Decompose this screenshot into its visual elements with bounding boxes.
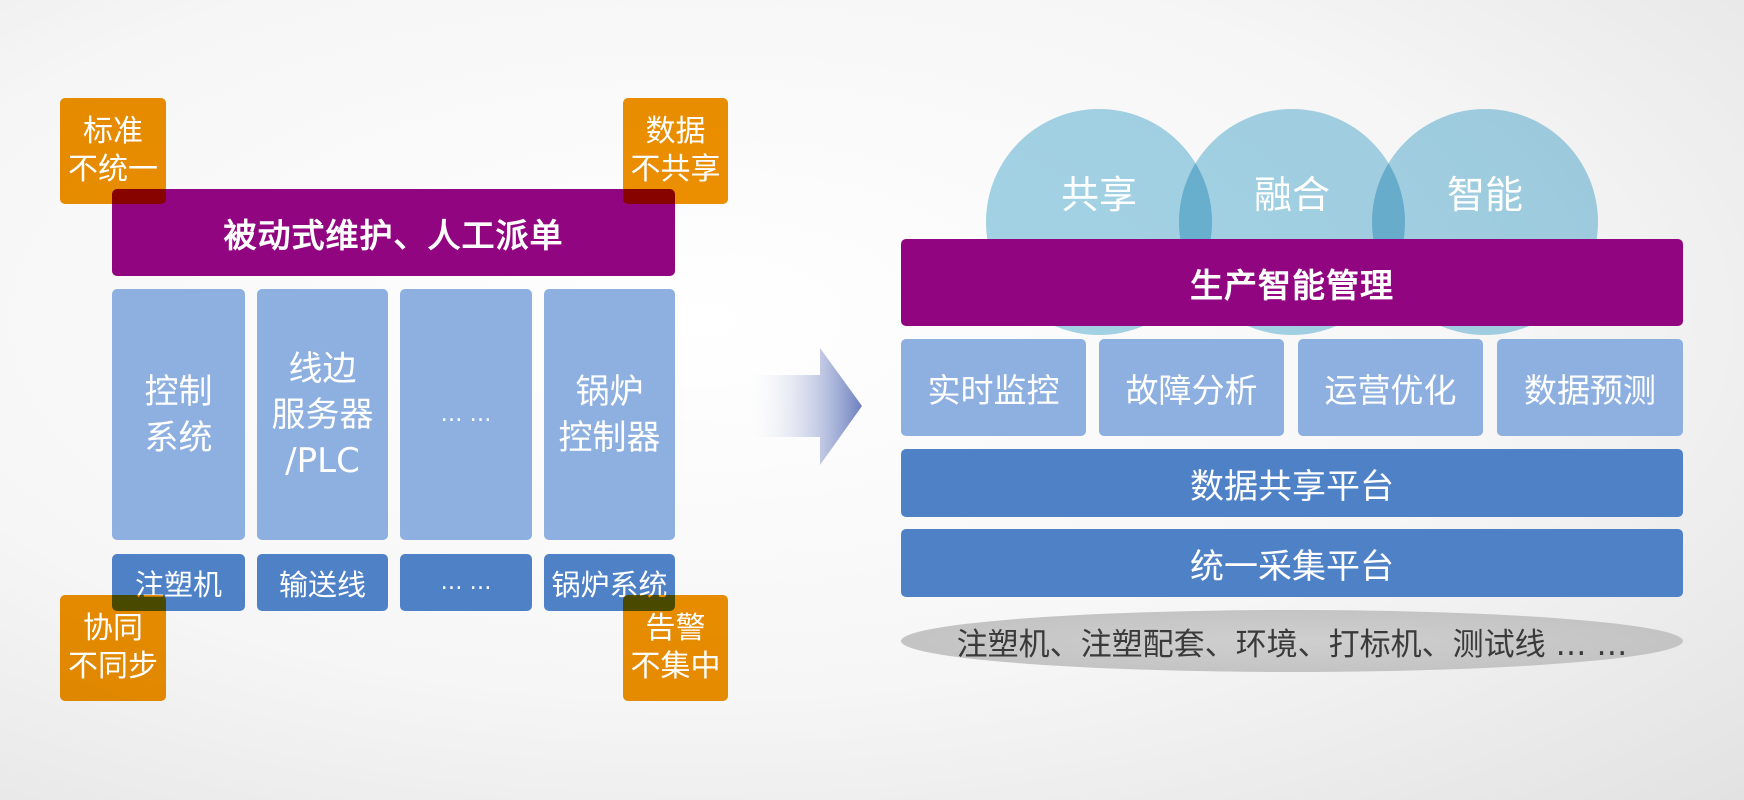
column-label: 控制器 <box>558 417 661 458</box>
column-control-system: 控制 系统 <box>112 289 245 540</box>
function-label: 故障分析 <box>1125 370 1258 410</box>
device-label: 输送线 <box>278 567 366 602</box>
platform-data-sharing: 数据共享平台 <box>901 449 1683 517</box>
platform-label: 统一采集平台 <box>1190 546 1394 587</box>
column-label: 服务器 <box>271 394 374 435</box>
data-sources-ellipse: 注塑机、注塑配套、环境、打标机、测试线 … … <box>901 610 1683 672</box>
issue-text: 数据 <box>645 114 706 149</box>
issue-box-alarm <box>623 595 728 701</box>
device-label: … … <box>440 570 492 595</box>
arrow-right-icon <box>745 348 862 465</box>
issue-text: 不统一 <box>68 152 158 187</box>
issue-alarm: 告警不集中 <box>623 595 728 701</box>
issue-box-data <box>623 98 728 204</box>
left-title-bar: 被动式维护、人工派单 <box>112 189 675 276</box>
function-data-prediction: 数据预测 <box>1497 339 1683 436</box>
function-label: 运营优化 <box>1324 370 1457 410</box>
column-label: /PLC <box>285 440 360 481</box>
issue-text: 告警 <box>645 611 706 646</box>
column-label: … … <box>440 401 492 427</box>
function-monitoring: 实时监控 <box>901 339 1086 436</box>
platform-label: 数据共享平台 <box>1190 466 1394 507</box>
right-title-bar: 生产智能管理 <box>901 239 1683 326</box>
issue-text: 标准 <box>83 114 143 149</box>
column-label: 锅炉 <box>575 371 644 412</box>
column-edge-server: 线边 服务器 /PLC <box>257 289 388 540</box>
issue-box-sync <box>60 595 166 701</box>
issue-sync: 协同不同步 <box>60 595 166 701</box>
issue-box-standard <box>60 98 166 204</box>
function-label: 数据预测 <box>1524 370 1656 410</box>
right-title: 生产智能管理 <box>1190 265 1394 305</box>
data-sources-label: 注塑机、注塑配套、环境、打标机、测试线 … … <box>956 626 1628 663</box>
issue-text: 协同 <box>83 611 143 646</box>
platform-unified-collection: 统一采集平台 <box>901 529 1683 597</box>
issue-text: 不同步 <box>68 649 158 684</box>
device-ellipsis: … … <box>400 554 532 611</box>
issue-data: 数据不共享 <box>623 98 728 204</box>
issue-text: 不集中 <box>630 649 721 684</box>
device-conveyor: 输送线 <box>257 554 388 611</box>
circle-label: 共享 <box>1060 173 1137 217</box>
circle-label: 融合 <box>1253 173 1330 217</box>
left-title: 被动式维护、人工派单 <box>223 215 564 255</box>
issue-text: 不共享 <box>630 152 721 187</box>
function-label: 实时监控 <box>927 370 1060 410</box>
column-ellipsis: … … <box>400 289 532 540</box>
function-operation-optimization: 运营优化 <box>1298 339 1483 436</box>
column-boiler-controller: 锅炉 控制器 <box>544 289 675 540</box>
column-label: 系统 <box>144 417 213 458</box>
issue-standard: 标准不统一 <box>60 98 166 204</box>
column-label: 控制 <box>144 371 213 412</box>
circle-label: 智能 <box>1446 173 1523 217</box>
column-label: 线边 <box>288 348 357 389</box>
function-fault-analysis: 故障分析 <box>1099 339 1284 436</box>
